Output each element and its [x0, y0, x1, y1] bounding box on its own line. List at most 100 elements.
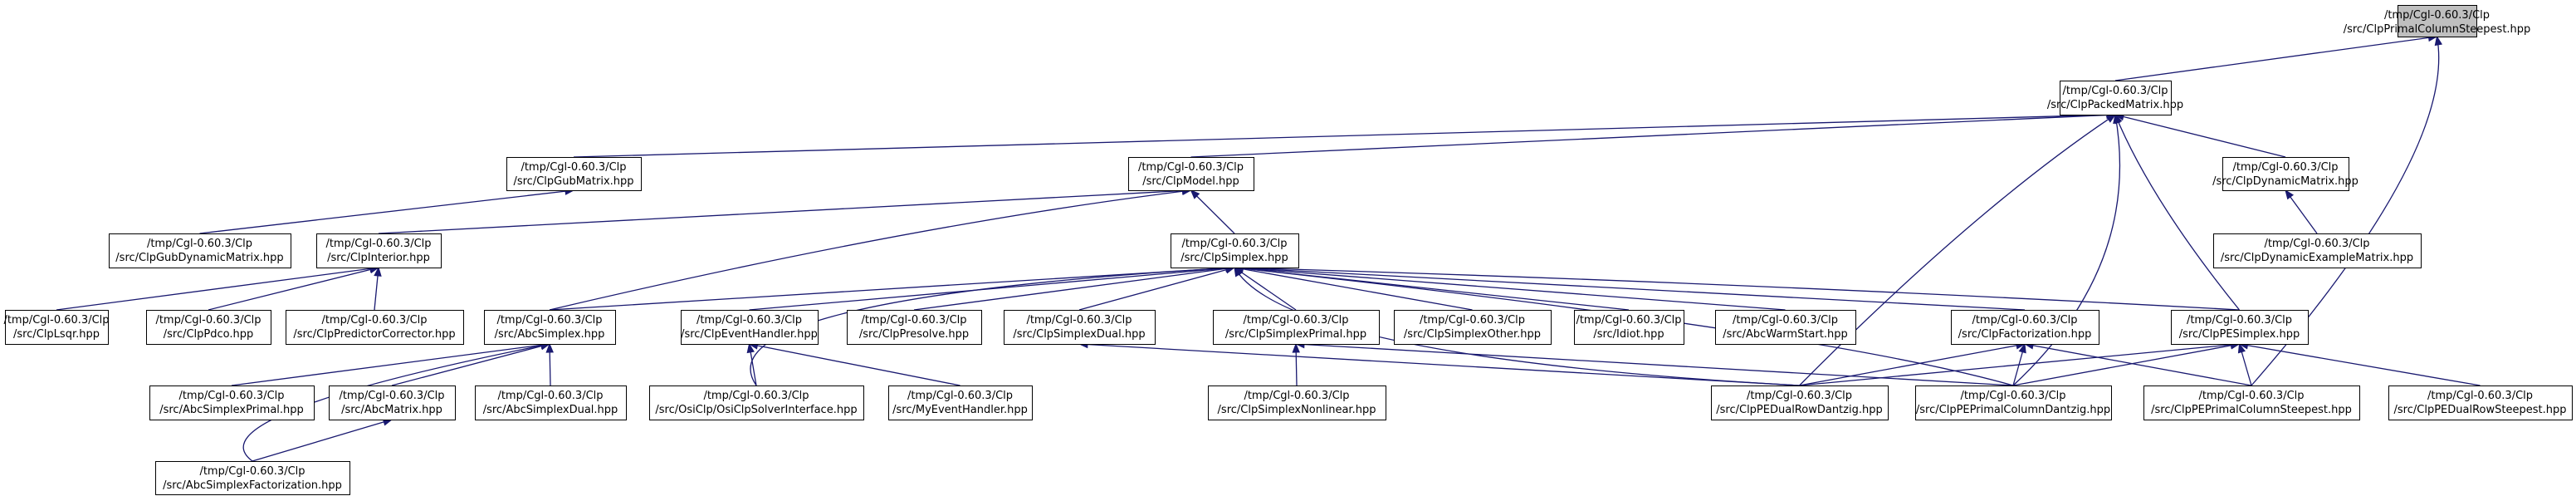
node-pedualrowdantzig[interactable]: /tmp/Cgl-0.60.3/Clp/src/ClpPEDualRowDant…: [1711, 386, 1889, 420]
node-label-line1: /tmp/Cgl-0.60.3/Clp: [496, 314, 602, 327]
node-box: [329, 386, 456, 420]
edge-peprimalcoldantzig-to-packed: [2012, 114, 2121, 386]
edge-pedualrowdantzig-to-pesimplex: [1799, 343, 2240, 386]
node-abcwarm[interactable]: /tmp/Cgl-0.60.3/Clp/src/AbcWarmStart.hpp: [1715, 310, 1856, 345]
node-predcorr[interactable]: /tmp/Cgl-0.60.3/Clp/src/ClpPredictorCorr…: [286, 310, 464, 345]
node-model[interactable]: /tmp/Cgl-0.60.3/Clp/src/ClpModel.hpp: [1128, 157, 1254, 191]
node-box: [506, 157, 642, 191]
edge-arrowhead: [2237, 342, 2246, 354]
node-simplexdual[interactable]: /tmp/Cgl-0.60.3/Clp/src/ClpSimplexDual.h…: [1004, 310, 1156, 345]
node-packed[interactable]: /tmp/Cgl-0.60.3/Clp/src/ClpPackedMatrix.…: [2047, 81, 2183, 115]
edge-pedualrowsteepest-to-pesimplex: [2239, 343, 2481, 386]
node-label-line2: /src/ClpPredictorCorrector.hpp: [293, 328, 455, 341]
node-abcfactorization[interactable]: /tmp/Cgl-0.60.3/Clp/src/AbcSimplexFactor…: [155, 461, 350, 495]
node-peprimalcolsteepest[interactable]: /tmp/Cgl-0.60.3/Clp/src/ClpPEPrimalColum…: [2143, 386, 2360, 420]
node-myevent[interactable]: /tmp/Cgl-0.60.3/Clp/src/MyEventHandler.h…: [888, 386, 1033, 420]
node-box: [1915, 386, 2112, 420]
edge-presolve-to-simplex: [913, 267, 1235, 311]
node-interior[interactable]: /tmp/Cgl-0.60.3/Clp/src/ClpInterior.hpp: [316, 233, 442, 268]
node-eventhandler[interactable]: /tmp/Cgl-0.60.3/Clp/src/ClpEventHandler.…: [681, 310, 819, 345]
node-abcdual[interactable]: /tmp/Cgl-0.60.3/Clp/src/AbcSimplexDual.h…: [475, 386, 627, 420]
node-box: [1004, 310, 1156, 345]
node-gubdyn[interactable]: /tmp/Cgl-0.60.3/Clp/src/ClpGubDynamicMat…: [109, 233, 291, 268]
node-label-line1: /tmp/Cgl-0.60.3/Clp: [1138, 161, 1244, 174]
node-label-line1: /tmp/Cgl-0.60.3/Clp: [2198, 390, 2304, 402]
node-label-line2: /src/ClpPEPrimalColumnDantzig.hpp: [1916, 404, 2110, 416]
node-label-line1: /tmp/Cgl-0.60.3/Clp: [697, 314, 802, 327]
node-box: [1208, 386, 1386, 420]
edge-abcwarm-to-simplex: [1234, 267, 1786, 311]
node-label-line2: /src/AbcSimplexDual.hpp: [483, 404, 618, 416]
edge-arrowhead: [2113, 113, 2121, 125]
node-idiot[interactable]: /tmp/Cgl-0.60.3/Clp/src/Idiot.hpp: [1574, 310, 1684, 345]
node-simplex[interactable]: /tmp/Cgl-0.60.3/Clp/src/ClpSimplex.hpp: [1171, 233, 1299, 268]
edge-pedualrowdantzig-to-factorization: [1799, 343, 2026, 386]
node-presolve[interactable]: /tmp/Cgl-0.60.3/Clp/src/ClpPresolve.hpp: [847, 310, 982, 345]
edge-simplex-to-model: [1190, 189, 1235, 234]
node-label-line2: /src/ClpPEDualRowDantzig.hpp: [1716, 404, 1882, 416]
node-root: /tmp/Cgl-0.60.3/Clp/src/ClpPrimalColumnS…: [2344, 5, 2531, 37]
node-label-line2: /src/ClpPESimplex.hpp: [2179, 328, 2300, 341]
edge-myevent-to-eventhandler: [749, 343, 961, 386]
node-label-line2: /src/ClpSimplexPrimal.hpp: [1225, 328, 1366, 341]
node-label-line2: /src/OsiClp/OsiClpSolverInterface.hpp: [655, 404, 857, 416]
node-abcsimplex[interactable]: /tmp/Cgl-0.60.3/Clp/src/AbcSimplex.hpp: [484, 310, 616, 345]
node-label-line2: /src/AbcSimplexPrimal.hpp: [159, 404, 304, 416]
node-box: [1213, 310, 1380, 345]
node-pesimplex[interactable]: /tmp/Cgl-0.60.3/Clp/src/ClpPESimplex.hpp: [2171, 310, 2309, 345]
node-pedualrowsteepest[interactable]: /tmp/Cgl-0.60.3/Clp/src/ClpPEDualRowStee…: [2388, 386, 2573, 420]
node-box: [286, 310, 464, 345]
node-dynexample[interactable]: /tmp/Cgl-0.60.3/Clp/src/ClpDynamicExampl…: [2213, 233, 2422, 268]
node-label-line2: /src/ClpSimplexDual.hpp: [1013, 328, 1145, 341]
edge-arrowhead: [545, 342, 554, 353]
node-label-line1: /tmp/Cgl-0.60.3/Clp: [2384, 9, 2490, 22]
node-gubmatrix[interactable]: /tmp/Cgl-0.60.3/Clp/src/ClpGubMatrix.hpp: [506, 157, 642, 191]
edge-gubmatrix-to-packed: [573, 114, 2116, 158]
node-label-line2: /src/ClpDynamicMatrix.hpp: [2212, 175, 2358, 188]
node-box: [1711, 386, 1889, 420]
node-label-line1: /tmp/Cgl-0.60.3/Clp: [1420, 314, 1525, 327]
edge-peprimalcolsteepest-to-factorization: [2024, 343, 2252, 386]
node-box: [681, 310, 819, 345]
node-lsqr[interactable]: /tmp/Cgl-0.60.3/Clp/src/ClpLsqr.hpp: [3, 310, 110, 345]
node-abcprimal[interactable]: /tmp/Cgl-0.60.3/Clp/src/AbcSimplexPrimal…: [149, 386, 315, 420]
node-simplexprimal[interactable]: /tmp/Cgl-0.60.3/Clp/src/ClpSimplexPrimal…: [1213, 310, 1380, 345]
node-box: [1574, 310, 1684, 345]
node-dynmatrix[interactable]: /tmp/Cgl-0.60.3/Clp/src/ClpDynamicMatrix…: [2212, 157, 2358, 191]
edge-arrowhead: [2434, 35, 2443, 47]
node-box: [109, 233, 291, 268]
node-label-line2: /src/ClpPrimalColumnSteepest.hpp: [2344, 23, 2531, 36]
node-peprimalcoldantzig[interactable]: /tmp/Cgl-0.60.3/Clp/src/ClpPEPrimalColum…: [1915, 386, 2112, 420]
edge-abcmatrix-to-abcsimplex: [391, 343, 550, 386]
node-box: [888, 386, 1033, 420]
node-osiclp[interactable]: /tmp/Cgl-0.60.3/Clp/src/OsiClp/OsiClpSol…: [649, 386, 864, 420]
edge-arrowhead: [374, 266, 382, 277]
node-label-line2: /src/ClpSimplexOther.hpp: [1404, 328, 1541, 341]
edge-pesimplex-to-packed: [2114, 114, 2241, 311]
node-box: [649, 386, 864, 420]
edge-gubdyn-to-gubmatrix: [199, 189, 574, 234]
node-label-line1: /tmp/Cgl-0.60.3/Clp: [325, 238, 431, 250]
edge-factorization-to-simplex: [1234, 267, 2026, 311]
node-label-line1: /tmp/Cgl-0.60.3/Clp: [907, 390, 1013, 402]
node-label-line2: /src/ClpInterior.hpp: [327, 252, 430, 264]
edge-interior-to-model: [378, 189, 1191, 234]
node-label-line1: /tmp/Cgl-0.60.3/Clp: [178, 390, 284, 402]
edge-dynexample-to-dynmatrix: [2285, 189, 2318, 234]
edge-abcfactorization-to-abcmatrix: [252, 419, 393, 462]
node-label-line1: /tmp/Cgl-0.60.3/Clp: [339, 390, 444, 402]
node-label-line1: /tmp/Cgl-0.60.3/Clp: [1244, 390, 1349, 402]
edge-peprimalcoldantzig-to-simplexprimal: [1295, 343, 2014, 386]
node-nonlinear[interactable]: /tmp/Cgl-0.60.3/Clp/src/ClpSimplexNonlin…: [1208, 386, 1386, 420]
edge-lsqr-to-interior: [56, 267, 379, 311]
node-factorization[interactable]: /tmp/Cgl-0.60.3/Clp/src/ClpFactorization…: [1951, 310, 2099, 345]
graph-nodes: /tmp/Cgl-0.60.3/Clp/src/ClpPrimalColumnS…: [3, 5, 2573, 495]
node-abcmatrix[interactable]: /tmp/Cgl-0.60.3/Clp/src/AbcMatrix.hpp: [329, 386, 456, 420]
node-label-line2: /src/ClpPEDualRowSteepest.hpp: [2394, 404, 2567, 416]
edge-arrowhead: [1190, 189, 1200, 199]
node-simplexother[interactable]: /tmp/Cgl-0.60.3/Clp/src/ClpSimplexOther.…: [1394, 310, 1552, 345]
node-pdco[interactable]: /tmp/Cgl-0.60.3/Clp/src/ClpPdco.hpp: [146, 310, 271, 345]
edge-abcsimplex-to-model: [549, 189, 1191, 311]
node-label-line2: /src/ClpLsqr.hpp: [13, 328, 100, 341]
